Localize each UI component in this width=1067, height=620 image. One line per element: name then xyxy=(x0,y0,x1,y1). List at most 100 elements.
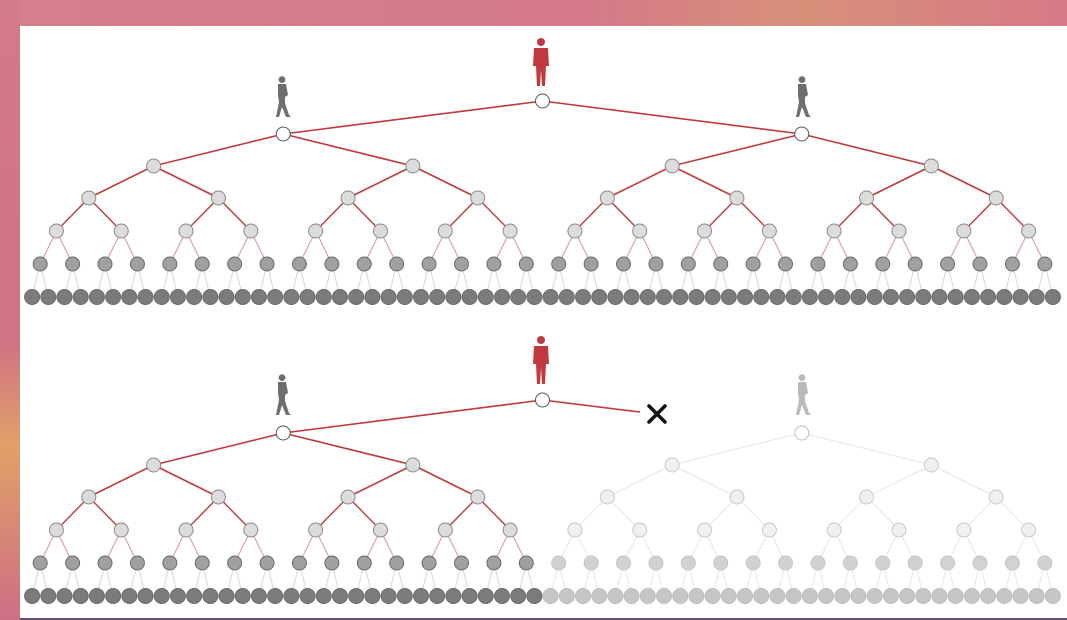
tree-node xyxy=(502,223,518,239)
leaf-node xyxy=(996,289,1013,305)
tree-node xyxy=(291,256,307,272)
leaf-node xyxy=(996,588,1013,604)
leaf-node xyxy=(299,289,316,305)
tree-edge xyxy=(736,197,770,232)
leaf-node xyxy=(850,588,867,604)
leaf-node xyxy=(493,289,510,305)
leaf-node xyxy=(704,289,721,305)
leaf-node xyxy=(283,588,300,604)
leaf-node xyxy=(283,289,300,305)
leaf-node xyxy=(186,588,203,604)
leaf-node xyxy=(963,289,980,305)
tree-node xyxy=(729,489,745,505)
tree-edge xyxy=(833,197,868,232)
tree-edge xyxy=(347,197,381,232)
tree-node xyxy=(1004,555,1020,571)
tree-node xyxy=(551,555,567,571)
tree-edge xyxy=(88,165,154,199)
tree-edge xyxy=(217,197,252,232)
tree-edge xyxy=(866,496,900,531)
tree-node xyxy=(372,522,388,538)
leaf-node xyxy=(477,289,494,305)
leaf-node xyxy=(510,289,527,305)
leaf-node xyxy=(364,289,381,305)
leaf-node xyxy=(202,289,219,305)
leaf-node xyxy=(575,588,592,604)
tree-edge xyxy=(347,464,414,498)
tree-node xyxy=(842,555,858,571)
leaf-node xyxy=(1012,289,1029,305)
tree-edge xyxy=(671,165,738,199)
tree-edge xyxy=(217,496,252,531)
leaf-node xyxy=(445,588,462,604)
tree-node xyxy=(778,555,794,571)
tree-node xyxy=(129,555,145,571)
leaf-node xyxy=(737,588,754,604)
tree-node xyxy=(113,223,129,239)
leaf-node xyxy=(56,588,73,604)
tree-node xyxy=(81,190,97,206)
leaf-node xyxy=(477,588,494,604)
tree-node xyxy=(729,190,745,206)
tree-node xyxy=(648,256,664,272)
tree-node xyxy=(324,256,340,272)
leaf-node xyxy=(656,289,673,305)
leaf-node xyxy=(348,289,365,305)
tree-node xyxy=(923,457,939,473)
tree-node xyxy=(340,489,356,505)
tree-edge xyxy=(671,133,802,167)
severed-edge xyxy=(542,399,641,413)
leaf-node xyxy=(526,289,543,305)
leaf-node xyxy=(656,588,673,604)
tree-node xyxy=(778,256,794,272)
tree-node xyxy=(940,256,956,272)
tree-node xyxy=(567,223,583,239)
tree-node xyxy=(956,223,972,239)
tree-node xyxy=(875,256,891,272)
tree-node xyxy=(486,555,502,571)
tree-node xyxy=(421,256,437,272)
tree-edge xyxy=(88,464,154,498)
leaf-node xyxy=(1044,289,1061,305)
person-standing-icon xyxy=(533,38,549,86)
tree-node xyxy=(389,256,405,272)
leaf-node xyxy=(931,588,948,604)
tree-node xyxy=(567,522,583,538)
tree-node xyxy=(859,190,875,206)
tree-node xyxy=(988,190,1004,206)
tree-edge xyxy=(477,197,511,232)
tree-edge xyxy=(671,464,738,498)
tree-edge xyxy=(283,100,543,135)
tree-node xyxy=(194,555,210,571)
leaf-node xyxy=(688,289,705,305)
leaf-node xyxy=(1044,588,1061,604)
tree-node xyxy=(243,223,259,239)
tree-node xyxy=(227,555,243,571)
tree-node xyxy=(826,223,842,239)
leaf-node xyxy=(850,289,867,305)
tree-edge xyxy=(315,197,349,232)
tree-node xyxy=(697,522,713,538)
leaf-node xyxy=(882,289,899,305)
leaf-node xyxy=(785,588,802,604)
tree-node xyxy=(810,555,826,571)
tree-node xyxy=(616,256,632,272)
person-walking-icon xyxy=(796,374,811,415)
tree-node xyxy=(210,489,226,505)
tree-node xyxy=(826,522,842,538)
tree-node xyxy=(761,223,777,239)
leaf-node xyxy=(801,289,818,305)
person-walking-icon xyxy=(276,76,291,117)
tree-edge xyxy=(995,197,1030,232)
leaf-node xyxy=(364,588,381,604)
tree-node xyxy=(664,457,680,473)
tree-edge xyxy=(606,165,673,199)
tree-node xyxy=(453,555,469,571)
tree-node xyxy=(891,223,907,239)
leaf-node xyxy=(267,588,284,604)
tree-node xyxy=(518,555,534,571)
leaf-node xyxy=(24,289,41,305)
leaf-node xyxy=(267,289,284,305)
leaf-node xyxy=(250,289,267,305)
tree-edge xyxy=(412,165,479,199)
